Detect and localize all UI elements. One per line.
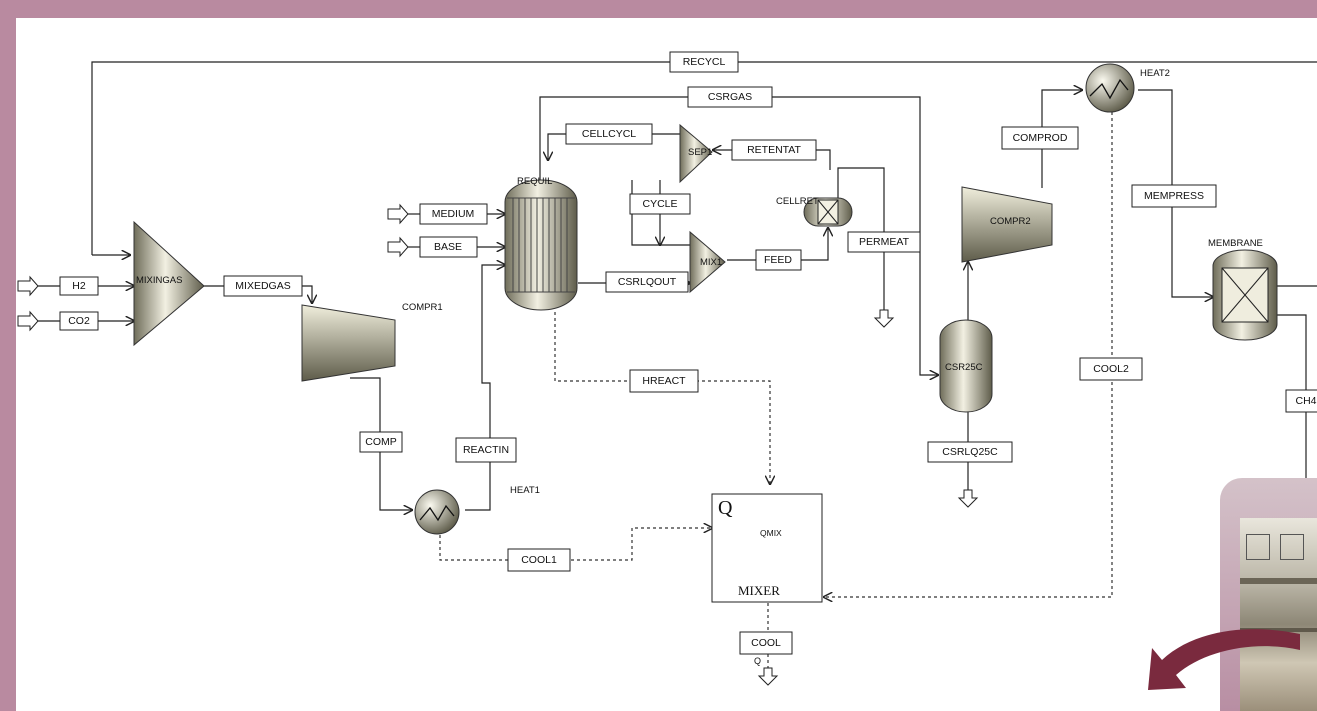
process-flowsheet: MIXINGAS COMPR1 REQUIL SEP1 MI xyxy=(16,18,1317,711)
stream-tag-feed[interactable]: FEED xyxy=(756,250,801,270)
cellret-label: CELLRET xyxy=(776,196,819,207)
stream-tag-cool2[interactable]: COOL2 xyxy=(1080,358,1142,380)
heat2-block[interactable]: HEAT2 xyxy=(1086,64,1170,112)
heat2-label: HEAT2 xyxy=(1140,68,1170,79)
compr1-label: COMPR1 xyxy=(402,302,443,313)
membrane-block[interactable]: MEMBRANE xyxy=(1208,238,1277,340)
svg-text:MEDIUM: MEDIUM xyxy=(432,208,475,220)
mix1-block[interactable]: MIX1 xyxy=(690,232,725,292)
stream-tag-medium[interactable]: MEDIUM xyxy=(420,204,487,224)
svg-text:REACTIN: REACTIN xyxy=(463,444,509,456)
svg-text:CSRGAS: CSRGAS xyxy=(708,91,752,103)
stream-tag-permeat[interactable]: PERMEAT xyxy=(848,232,920,252)
svg-text:CSRLQ25C: CSRLQ25C xyxy=(942,446,998,458)
cellret-block[interactable]: CELLRET xyxy=(776,196,852,226)
stream-tag-csrgas[interactable]: CSRGAS xyxy=(688,87,772,107)
medium-inlet-arrow xyxy=(388,205,408,223)
permeat-outlet-arrow xyxy=(875,310,893,327)
svg-text:COOL2: COOL2 xyxy=(1093,363,1129,375)
hreact-line xyxy=(555,312,770,484)
requil-block[interactable]: REQUIL xyxy=(505,176,577,310)
base-inlet-arrow xyxy=(388,238,408,256)
svg-text:COMP: COMP xyxy=(365,436,397,448)
svg-text:FEED: FEED xyxy=(764,254,792,266)
q-symbol: Q xyxy=(718,497,733,519)
svg-text:CO2: CO2 xyxy=(68,315,90,327)
stream-tag-co2[interactable]: CO2 xyxy=(60,312,98,330)
membrane-label: MEMBRANE xyxy=(1208,238,1263,249)
compr2-block[interactable]: COMPR2 xyxy=(962,187,1052,262)
h2-inlet-arrow xyxy=(18,277,38,295)
stream-tag-comp[interactable]: COMP xyxy=(360,432,402,452)
csr25c-block[interactable]: CSR25C xyxy=(940,320,992,412)
mixingas-block[interactable]: MIXINGAS xyxy=(134,222,204,345)
svg-text:COMPROD: COMPROD xyxy=(1013,132,1068,144)
svg-text:COOL: COOL xyxy=(751,637,781,649)
svg-text:COOL1: COOL1 xyxy=(521,554,557,566)
inset-photo xyxy=(1220,478,1317,711)
sep1-block[interactable]: SEP1 xyxy=(680,125,712,182)
svg-text:CELLCYCL: CELLCYCL xyxy=(582,128,636,140)
cool1-line xyxy=(440,528,712,560)
sep1-label: SEP1 xyxy=(688,147,712,158)
mix1-label: MIX1 xyxy=(700,257,722,268)
svg-text:CYCLE: CYCLE xyxy=(642,198,677,210)
co2-inlet-arrow xyxy=(18,312,38,330)
mixingas-label: MIXINGAS xyxy=(136,275,182,286)
stream-tag-comprod[interactable]: COMPROD xyxy=(1002,127,1078,149)
csr25c-label: CSR25C xyxy=(945,362,983,373)
reactin-line xyxy=(465,265,505,510)
stream-tag-cool[interactable]: COOL xyxy=(740,632,792,654)
heat1-label: HEAT1 xyxy=(510,485,540,496)
stream-tag-cycle[interactable]: CYCLE xyxy=(630,194,690,214)
cool-q-label: Q xyxy=(754,656,761,666)
compr1-block[interactable]: COMPR1 xyxy=(302,302,443,381)
flowsheet-canvas: MIXINGAS COMPR1 REQUIL SEP1 MI xyxy=(16,18,1317,711)
svg-text:H2: H2 xyxy=(72,280,86,292)
svg-text:CSRLQOUT: CSRLQOUT xyxy=(618,276,677,288)
inset-photo-image xyxy=(1240,518,1317,711)
stream-tag-cellcycl[interactable]: CELLCYCL xyxy=(566,124,652,144)
compr2-label: COMPR2 xyxy=(990,216,1031,227)
stream-tag-hreact[interactable]: HREACT xyxy=(630,370,698,392)
stream-tag-reactin[interactable]: REACTIN xyxy=(456,438,516,462)
stream-tag-retentat[interactable]: RETENTAT xyxy=(732,140,816,160)
qmix-mixer-block[interactable]: Q QMIX MIXER xyxy=(712,494,822,602)
svg-text:BASE: BASE xyxy=(434,241,462,253)
stream-tag-mempress[interactable]: MEMPRESS xyxy=(1132,185,1216,207)
csrlq25c-outlet-arrow xyxy=(959,490,977,507)
svg-text:HREACT: HREACT xyxy=(642,375,686,387)
svg-text:CH4: CH4 xyxy=(1295,395,1316,407)
stream-tag-csrlq25c[interactable]: CSRLQ25C xyxy=(928,442,1012,462)
qmix-label: QMIX xyxy=(760,528,782,538)
stream-tag-mixedgas[interactable]: MIXEDGAS xyxy=(224,276,302,296)
stream-tag-recycl[interactable]: RECYCL xyxy=(670,52,738,72)
svg-text:MEMPRESS: MEMPRESS xyxy=(1144,190,1204,202)
stream-tag-cool1[interactable]: COOL1 xyxy=(508,549,570,571)
cool-outlet-arrow xyxy=(759,668,777,685)
svg-text:MIXEDGAS: MIXEDGAS xyxy=(235,280,290,292)
stream-tag-h2[interactable]: H2 xyxy=(60,277,98,295)
requil-label: REQUIL xyxy=(517,176,552,187)
stream-tag-ch4[interactable]: CH4 xyxy=(1286,390,1317,412)
svg-text:RETENTAT: RETENTAT xyxy=(747,144,801,156)
svg-text:PERMEAT: PERMEAT xyxy=(859,236,910,248)
mixer-label: MIXER xyxy=(738,583,780,598)
stream-tag-base[interactable]: BASE xyxy=(420,237,477,257)
svg-text:RECYCL: RECYCL xyxy=(683,56,726,68)
stream-tag-csrlqout[interactable]: CSRLQOUT xyxy=(606,272,688,292)
